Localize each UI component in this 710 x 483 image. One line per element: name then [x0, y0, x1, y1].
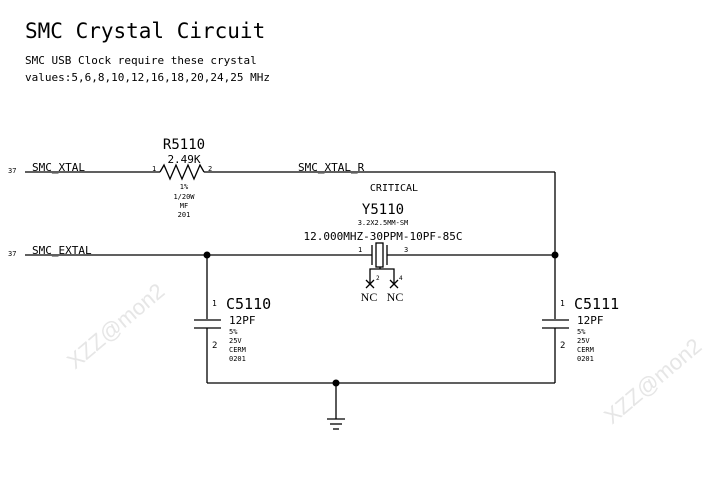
- net-label-smc-xtal-r: SMC_XTAL_R: [298, 161, 365, 174]
- pin-number: 1: [152, 165, 156, 173]
- capacitor-value: 12PF: [229, 314, 256, 327]
- capacitor-attr: 5%: [577, 328, 586, 336]
- crystal-package: 3.2X2.5MM-SM: [358, 219, 409, 227]
- pin-number: 4: [399, 275, 403, 282]
- watermark: XZZ@mon2: [599, 333, 706, 429]
- note-line-1: SMC USB Clock require these crystal: [25, 54, 257, 67]
- crystal-nc-leads: [369, 268, 395, 284]
- capacitor-attr: CERM: [229, 346, 246, 354]
- resistor-symbol: [159, 163, 205, 181]
- resistor-attr: 1%: [180, 183, 189, 191]
- pin-number: 3: [404, 246, 408, 254]
- nc-label: NC: [361, 290, 378, 304]
- capacitor-attr: CERM: [577, 346, 594, 354]
- nc-label: NC: [387, 290, 404, 304]
- pin-number: 1: [358, 246, 362, 254]
- resistor-ref: R5110: [163, 137, 205, 153]
- junction-dot: [551, 251, 559, 259]
- pin-number: 2: [212, 341, 217, 351]
- capacitor-value: 12PF: [577, 314, 604, 327]
- pin-number: 2: [376, 275, 380, 282]
- resistor-attr: 201: [178, 211, 191, 219]
- capacitor-attr: 5%: [229, 328, 238, 336]
- watermark: XZZ@mon2: [62, 278, 169, 374]
- capacitor-ref: C5110: [226, 295, 271, 313]
- resistor-attr: MF: [180, 202, 188, 210]
- crystal-ref: Y5110: [362, 202, 404, 218]
- page-title: SMC Crystal Circuit: [25, 19, 265, 43]
- note-line-2: values:5,6,8,10,12,16,18,20,24,25 MHz: [25, 71, 270, 84]
- resistor-value: 2.49K: [167, 153, 200, 166]
- capacitor-attr: 0201: [577, 355, 594, 363]
- net-label-smc-extal: SMC_EXTAL: [32, 244, 92, 257]
- no-connect-icon: [365, 279, 399, 289]
- crystal-body: [375, 242, 384, 268]
- crystal-value: 12.000MHZ-30PPM-10PF-85C: [304, 230, 463, 243]
- ground-icon: [327, 418, 345, 430]
- net-label-smc-xtal: SMC_XTAL: [32, 161, 85, 174]
- pin-number: 2: [208, 165, 212, 173]
- extal-page-ref: 37: [8, 250, 16, 258]
- resistor-attr: 1/20W: [173, 193, 195, 201]
- capacitor-ref: C5111: [574, 295, 619, 313]
- capacitor-attr: 25V: [229, 337, 242, 345]
- pin-number: 1: [560, 299, 565, 308]
- capacitor-attr: 0201: [229, 355, 246, 363]
- critical-label: CRITICAL: [370, 183, 418, 194]
- pin-number: 2: [560, 341, 565, 351]
- capacitor-attr: 25V: [577, 337, 590, 345]
- xtal-page-ref: 37: [8, 167, 16, 175]
- pin-number: 1: [212, 299, 217, 308]
